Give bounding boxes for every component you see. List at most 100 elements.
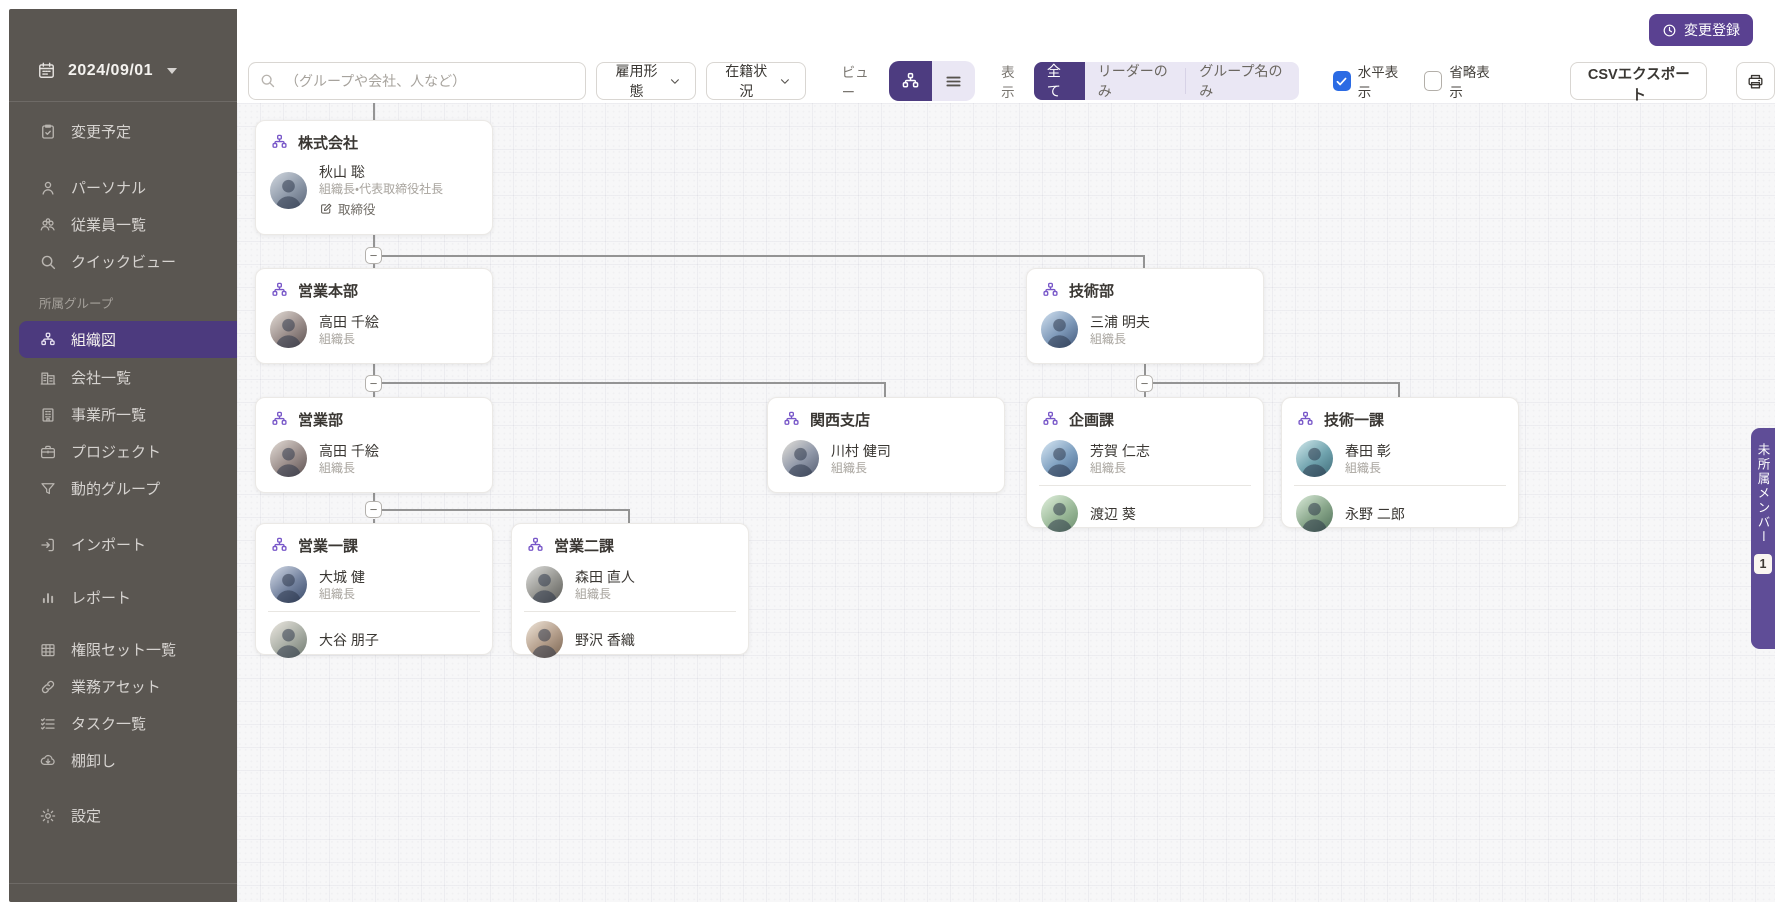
connector-line [373, 264, 375, 268]
enrollment-status-filter[interactable]: 在籍状況 [705, 62, 806, 100]
effective-date-picker[interactable]: 2024/09/01 [19, 52, 237, 89]
horizontal-display-checkbox[interactable]: 水平表示 [1332, 61, 1407, 101]
org-card-eigyo-ikka[interactable]: 営業一課 大城 健 組織長 大谷 朋子 [255, 523, 493, 658]
member-row[interactable]: 高田 千絵 組織長 [256, 306, 492, 352]
member-row[interactable]: 秋山 聡 組織長・代表取締役社長 取締役 [256, 158, 492, 222]
sidebar-item-settings[interactable]: 設定 [19, 797, 237, 834]
org-card-kabushikigaisha[interactable]: 株式会社 秋山 聡 組織長・代表取締役社長 取締役 [255, 120, 493, 235]
avatar [1041, 440, 1078, 477]
abbreviated-display-checkbox[interactable]: 省略表示 [1423, 61, 1498, 101]
connector-line [628, 509, 630, 523]
sidebar-item-personal[interactable]: パーソナル [19, 169, 237, 206]
sidebar-item-tasks[interactable]: タスク一覧 [19, 705, 237, 742]
member-row[interactable]: 森田 直人 組織長 [512, 561, 748, 607]
org-card-eigyo-honbu[interactable]: 営業本部 高田 千絵 組織長 [255, 268, 493, 364]
checkbox-checked[interactable] [1332, 71, 1351, 91]
sidebar-item-label: タスク一覧 [71, 716, 147, 733]
sidebar-item-business-assets[interactable]: 業務アセット [19, 668, 237, 705]
member-row[interactable]: 野沢 香織 [512, 616, 748, 662]
member-role: 組織長 [831, 460, 868, 475]
csv-export-button[interactable]: CSVエクスポート [1570, 62, 1708, 104]
sidebar-item-companies[interactable]: 会社一覧 [19, 359, 237, 396]
member-name: 永野 二郎 [1345, 505, 1405, 522]
collapse-button[interactable]: − [365, 247, 382, 264]
sidebar-item-org-chart[interactable]: 組織図 [19, 321, 237, 358]
view-mode-list[interactable] [932, 61, 975, 101]
org-group-icon [528, 537, 543, 551]
sidebar-item-dynamic-groups[interactable]: 動的グループ [19, 470, 237, 507]
search-icon [41, 255, 56, 269]
check-icon [1336, 77, 1347, 85]
org-card-eigyo-nika[interactable]: 営業二課 森田 直人 組織長 野沢 香織 [511, 523, 749, 658]
sidebar-item-quick-view[interactable]: クイックビュー [19, 243, 237, 280]
member-role: 組織長 [575, 586, 612, 601]
member-row[interactable]: 大谷 朋子 [256, 616, 492, 662]
member-row[interactable]: 芳賀 仁志 組織長 [1027, 435, 1263, 481]
org-card-gijutsubu[interactable]: 技術部 三浦 明夫 組織長 [1026, 268, 1264, 364]
sidebar-item-projects[interactable]: プロジェクト [19, 433, 237, 470]
sidebar-item-inventory[interactable]: 棚卸し [19, 742, 237, 779]
connector-line [373, 235, 375, 247]
member-row[interactable]: 渡辺 葵 [1027, 490, 1263, 536]
member-role: 組織長 [1345, 460, 1382, 475]
org-card-kikakuka[interactable]: 企画課 芳賀 仁志 組織長 渡辺 葵 [1026, 397, 1264, 532]
sidebar-item-label: 変更予定 [71, 124, 132, 141]
checkbox-unchecked[interactable] [1423, 71, 1443, 91]
register-changes-button[interactable]: 変更登録 [1649, 14, 1753, 46]
print-button[interactable] [1736, 62, 1775, 100]
org-card-kansai-shiten[interactable]: 関西支店 川村 健司 組織長 [767, 397, 1005, 493]
member-name: 森田 直人 [575, 568, 635, 585]
connector-line [1144, 364, 1146, 375]
org-chart-canvas[interactable]: − − − − 株式会社 [237, 103, 1775, 902]
sidebar-item-import[interactable]: インポート [19, 526, 237, 563]
sidebar-item-label: 設定 [71, 808, 102, 825]
display-group-names-only[interactable]: グループ名のみ [1199, 63, 1283, 99]
collapse-button[interactable]: − [365, 375, 382, 392]
member-name: 大谷 朋子 [319, 631, 379, 648]
member-row[interactable]: 高田 千絵 組織長 [256, 435, 492, 481]
member-divider [1039, 485, 1251, 486]
sidebar-item-offices[interactable]: 事業所一覧 [19, 396, 237, 433]
connector-line [1398, 382, 1400, 397]
member-name: 三浦 明夫 [1090, 313, 1150, 330]
display-leaders-only[interactable]: リーダーのみ [1097, 63, 1168, 99]
member-row[interactable]: 永野 二郎 [1282, 490, 1518, 536]
collapse-button[interactable]: − [1136, 375, 1153, 392]
group-title: 営業二課 [554, 538, 615, 555]
member-row[interactable]: 大城 健 組織長 [256, 561, 492, 607]
collapse-button[interactable]: − [365, 501, 382, 518]
sidebar-item-change-schedule[interactable]: 変更予定 [19, 113, 237, 150]
sidebar-item-employees[interactable]: 従業員一覧 [19, 206, 237, 243]
avatar [526, 566, 563, 603]
org-card-eigyobu[interactable]: 営業部 高田 千絵 組織長 [255, 397, 493, 493]
view-mode-chart[interactable] [888, 61, 932, 101]
grid-icon [41, 643, 55, 656]
person-icon [42, 181, 54, 195]
sidebar-item-permission-sets[interactable]: 権限セット一覧 [19, 631, 237, 668]
sidebar-item-label: 組織図 [71, 332, 117, 349]
org-group-icon [784, 411, 799, 425]
connector-line [373, 519, 375, 523]
display-all[interactable]: 全て [1033, 62, 1085, 100]
org-card-gijutsu-ikka[interactable]: 技術一課 春田 彰 組織長 永野 二郎 [1281, 397, 1519, 532]
member-row[interactable]: 春田 彰 組織長 [1282, 435, 1518, 481]
segment-separator [1185, 68, 1187, 94]
sidebar-item-label: パーソナル [71, 180, 147, 197]
member-row[interactable]: 三浦 明夫 組織長 [1027, 306, 1263, 352]
org-chart-icon [902, 72, 919, 87]
member-row[interactable]: 川村 健司 組織長 [768, 435, 1004, 481]
member-name: 高田 千絵 [319, 442, 379, 459]
sidebar-item-reports[interactable]: レポート [19, 579, 237, 616]
bar-chart-icon [42, 592, 54, 603]
avatar [270, 621, 307, 658]
search-input[interactable] [248, 62, 586, 100]
sidebar-item-label: 棚卸し [71, 753, 117, 770]
unassigned-members-tab[interactable]: 未所属メンバー 1 [1751, 428, 1775, 649]
people-icon [40, 217, 55, 231]
employment-type-filter[interactable]: 雇用形態 [595, 62, 696, 100]
org-group-icon [1043, 282, 1058, 296]
connector-line [373, 364, 375, 375]
org-group-icon [272, 282, 287, 296]
member-name: 大城 健 [319, 568, 365, 585]
sidebar-item-label: 従業員一覧 [71, 217, 147, 234]
